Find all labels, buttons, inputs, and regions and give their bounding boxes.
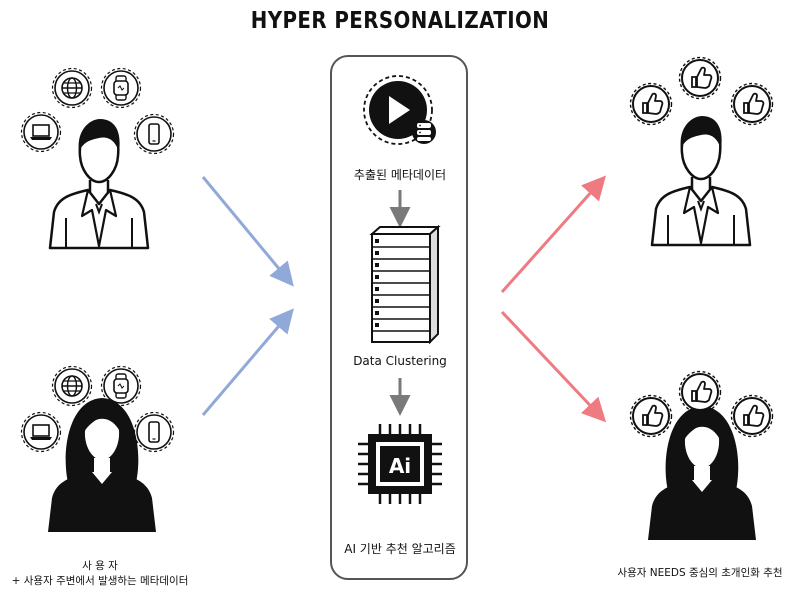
left-caption-line2: + 사용자 주변에서 발생하는 메타데이터 <box>11 575 189 587</box>
step-label-metadata: 추출된 메타데이터 <box>353 168 447 182</box>
globe-icon <box>51 365 93 407</box>
step-label-clustering: Data Clustering <box>353 354 447 368</box>
output-arrow-bottom <box>500 310 607 423</box>
thumbs-up-icon <box>678 370 722 414</box>
server-icon <box>369 224 441 345</box>
user-woman-figure <box>48 398 156 532</box>
laptop-icon <box>20 111 62 153</box>
thumbs-up-icon <box>730 82 774 126</box>
laptop-icon <box>20 411 62 453</box>
smartwatch-icon <box>100 67 142 109</box>
ai-chip-icon <box>358 424 442 504</box>
input-arrow-bottom <box>201 308 294 416</box>
smartphone-icon <box>133 411 175 453</box>
thumbs-up-icon <box>629 394 673 438</box>
ai-chip-text: Ai <box>389 454 411 478</box>
smartwatch-icon <box>100 365 142 407</box>
user-man-figure <box>48 117 150 250</box>
thumbs-up-icon <box>678 56 722 100</box>
step-label-algorithm: AI 기반 추천 알고리즘 <box>344 542 456 556</box>
right-caption: 사용자 NEEDS 중심의 초개인화 추천 <box>617 567 783 579</box>
thumbs-up-icon <box>629 82 673 126</box>
smartphone-icon <box>133 113 175 155</box>
database-icon <box>412 120 436 144</box>
diagram-title: HYPER PERSONALIZATION <box>250 8 550 34</box>
left-caption-line1: 사 용 자 <box>82 560 118 572</box>
output-arrow-top <box>500 175 606 293</box>
recommended-user-man-figure <box>650 114 752 247</box>
play-icon <box>363 75 433 145</box>
input-arrow-top <box>201 176 294 287</box>
thumbs-up-icon <box>730 394 774 438</box>
globe-icon <box>51 67 93 109</box>
